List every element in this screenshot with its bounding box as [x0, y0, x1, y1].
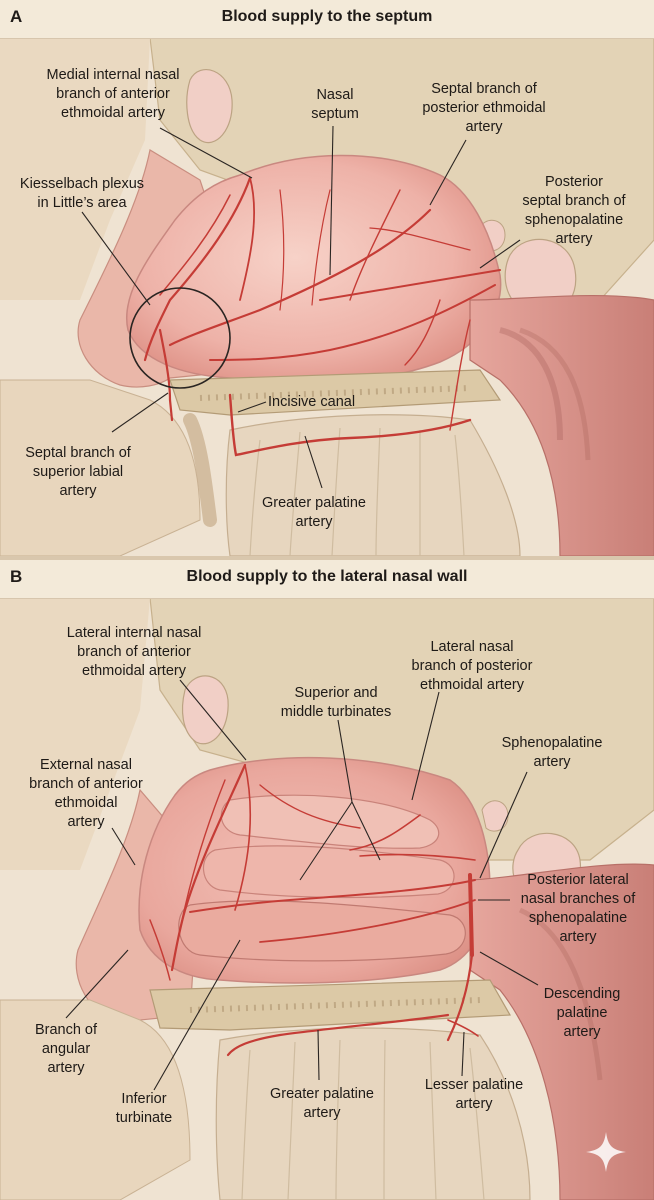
panel-a-title: Blood supply to the septum: [221, 8, 433, 25]
label-incisive-canal: Incisive canal: [268, 394, 356, 410]
label-sphenopalatine-artery: Sphenopalatine artery: [501, 735, 603, 770]
label-branch-angular: Branch of angular artery: [34, 1022, 98, 1076]
label-posterior-septal-sphenopalatine: Posterior septal branch of sphenopalatin…: [522, 174, 626, 247]
label-septal-branch-posterior-ethmoidal: Septal branch of posterior ethmoidal art…: [422, 81, 546, 135]
sparkle-icon: [586, 1132, 626, 1172]
label-greater-palatine-a: Greater palatine artery: [262, 495, 366, 530]
panel-b: B Blood supply to the lateral nasal wall…: [0, 560, 654, 1200]
panel-a-header: A Blood supply to the septum: [0, 0, 654, 39]
label-superior-middle-turbinates: Superior and middle turbinates: [280, 685, 392, 720]
label-inferior-turbinate: Inferior turbinate: [115, 1091, 173, 1126]
label-external-nasal: External nasal branch of anterior ethmoi…: [29, 757, 143, 830]
panel-divider: [0, 556, 654, 560]
kiesselbach-circle: [129, 287, 231, 389]
label-medial-internal-nasal: Medial internal nasal branch of anterior…: [46, 67, 180, 121]
panel-b-header: B Blood supply to the lateral nasal wall: [0, 560, 654, 599]
label-septal-branch-superior-labial: Septal branch of superior labial artery: [25, 445, 131, 499]
label-lateral-internal-nasal: Lateral internal nasal branch of anterio…: [66, 625, 202, 679]
label-nasal-septum: Nasal septum: [311, 87, 359, 122]
label-lesser-palatine: Lesser palatine artery: [424, 1077, 524, 1112]
panel-a: A Blood supply to the septum Medial inte…: [0, 0, 654, 556]
label-kiesselbach-plexus: Kiesselbach plexus in Little’s area: [19, 176, 145, 211]
label-descending-palatine: Descending palatine artery: [543, 986, 621, 1040]
label-lateral-nasal-posterior-ethmoidal: Lateral nasal branch of posterior ethmoi…: [411, 639, 533, 693]
panel-b-letter: B: [10, 567, 23, 586]
panel-b-title: Blood supply to the lateral nasal wall: [186, 568, 468, 585]
lateral-wall-illustration: [0, 597, 654, 1200]
label-posterior-lateral-nasal: Posterior lateral nasal branches of sphe…: [520, 872, 636, 945]
septum-illustration: [0, 37, 654, 556]
label-greater-palatine-b: Greater palatine artery: [270, 1086, 374, 1121]
panel-a-letter: A: [10, 7, 23, 26]
